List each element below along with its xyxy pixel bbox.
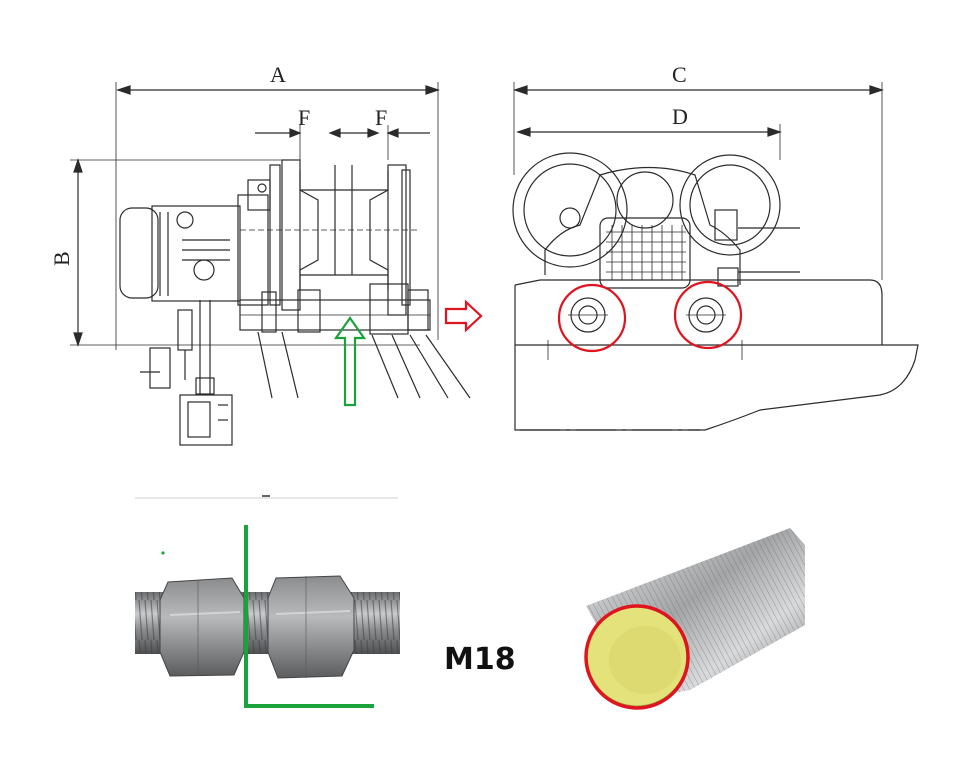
dimension-c-label: C bbox=[672, 62, 687, 87]
right-front-view bbox=[512, 82, 919, 431]
dimension-d-label: D bbox=[672, 104, 688, 129]
bolt-highlight-left bbox=[557, 283, 627, 353]
threaded-rod-with-nuts-photo bbox=[135, 495, 400, 708]
threaded-rod-end-photo bbox=[584, 528, 805, 710]
bolt-size-label: M18 bbox=[444, 642, 516, 677]
left-side-view bbox=[70, 82, 471, 446]
bolt-highlight-right bbox=[673, 280, 743, 350]
dimension-b-label: B bbox=[49, 251, 74, 266]
dimension-f-right-label: F bbox=[375, 105, 387, 130]
dimension-f-left-label: F bbox=[298, 105, 310, 130]
right-arrow-icon bbox=[444, 299, 483, 333]
dimension-a-label: A bbox=[270, 62, 286, 87]
up-arrow-icon bbox=[333, 316, 367, 407]
rod-cross-section-highlight bbox=[584, 604, 690, 710]
